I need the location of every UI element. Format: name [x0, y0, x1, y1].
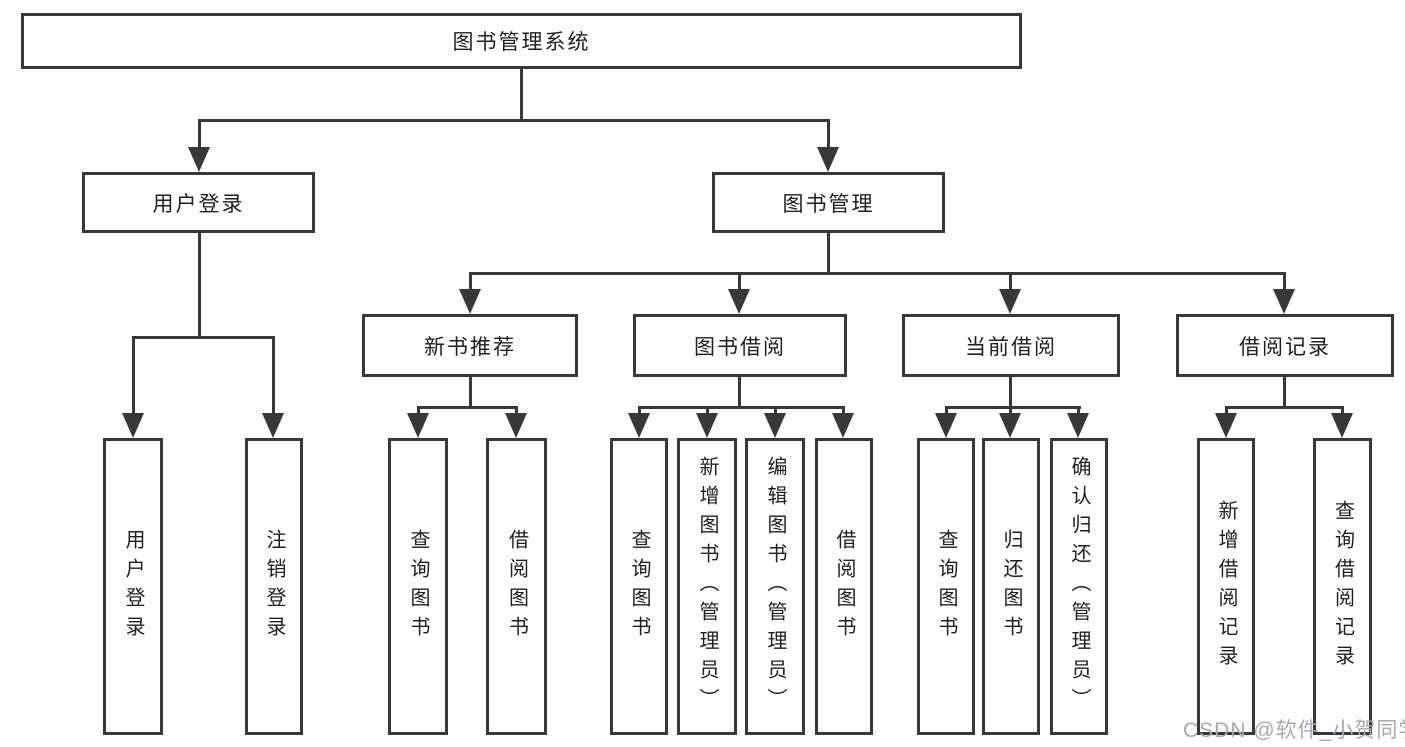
node-library-management-system: 图书管理系统 — [21, 13, 1022, 69]
connector-line — [198, 233, 201, 336]
connector-line — [827, 233, 830, 273]
leaf-user-login: 用户登录 — [103, 438, 163, 735]
connector-line — [842, 406, 845, 418]
arrowhead-down-icon — [764, 413, 786, 438]
connector-line — [1225, 406, 1228, 418]
connector-line — [1341, 406, 1344, 418]
leaf-logout: 注销登录 — [245, 438, 303, 735]
leaf-query-books-3: 查询图书 — [917, 438, 975, 735]
connector-line — [469, 272, 472, 292]
leaf-return-books: 归还图书 — [982, 438, 1040, 735]
connector-line — [515, 406, 518, 418]
connector-line — [738, 272, 741, 292]
leaf-query-books-1: 查询图书 — [388, 438, 448, 735]
connector-line — [198, 119, 201, 151]
node-new-book-recommendation: 新书推荐 — [362, 314, 578, 377]
arrowhead-down-icon — [935, 413, 957, 438]
connector-line — [706, 406, 709, 418]
connector-line — [1009, 272, 1012, 292]
connector-line — [1009, 377, 1012, 407]
arrowhead-down-icon — [122, 413, 144, 438]
arrowhead-down-icon — [188, 147, 210, 172]
arrowhead-down-icon — [999, 289, 1021, 314]
leaf-add-borrow-record: 新增借阅记录 — [1197, 438, 1255, 735]
connector-line — [469, 272, 1286, 275]
connector-line — [1009, 406, 1012, 418]
leaf-query-books-2: 查询图书 — [610, 438, 668, 735]
csdn-watermark: CSDN @软件_小贺同学 — [1183, 719, 1405, 742]
node-user-login: 用户登录 — [82, 172, 315, 233]
connector-line — [520, 69, 523, 120]
connector-line — [945, 406, 1081, 409]
connector-line — [945, 406, 948, 418]
node-borrowing-records: 借阅记录 — [1176, 314, 1394, 377]
connector-line — [738, 377, 741, 407]
connector-line — [1283, 272, 1286, 292]
connector-line — [417, 406, 518, 409]
leaf-query-borrow-record: 查询借阅记录 — [1313, 438, 1372, 735]
node-book-borrowing: 图书借阅 — [633, 314, 847, 377]
leaf-borrow-books-1: 借阅图书 — [486, 438, 547, 735]
arrowhead-down-icon — [999, 413, 1021, 438]
arrowhead-down-icon — [1067, 413, 1089, 438]
arrowhead-down-icon — [628, 413, 650, 438]
leaf-edit-book-admin: 编辑图书（管理员） — [745, 438, 805, 735]
arrowhead-down-icon — [817, 147, 839, 172]
arrowhead-down-icon — [407, 413, 429, 438]
connector-line — [272, 336, 275, 416]
arrowhead-down-icon — [728, 289, 750, 314]
arrowhead-down-icon — [832, 413, 854, 438]
arrowhead-down-icon — [1215, 413, 1237, 438]
connector-line — [638, 406, 641, 418]
connector-line — [1077, 406, 1080, 418]
arrowhead-down-icon — [459, 289, 481, 314]
connector-line — [132, 336, 135, 416]
leaf-confirm-return-admin: 确认归还（管理员） — [1050, 438, 1108, 735]
connector-line — [417, 406, 420, 418]
arrowhead-down-icon — [262, 413, 284, 438]
leaf-add-book-admin: 新增图书（管理员） — [677, 438, 737, 735]
connector-line — [774, 406, 777, 418]
arrowhead-down-icon — [1331, 413, 1353, 438]
arrowhead-down-icon — [696, 413, 718, 438]
connector-line — [1283, 377, 1286, 407]
connector-line — [469, 377, 472, 407]
node-current-borrowing: 当前借阅 — [902, 314, 1120, 377]
connector-line — [198, 119, 830, 122]
connector-line — [1225, 406, 1343, 409]
connector-line — [132, 336, 275, 339]
arrowhead-down-icon — [505, 413, 527, 438]
node-book-management: 图书管理 — [712, 172, 945, 233]
connector-line — [827, 119, 830, 151]
connector-line — [638, 406, 845, 409]
arrowhead-down-icon — [1273, 289, 1295, 314]
leaf-borrow-books-2: 借阅图书 — [815, 438, 873, 735]
